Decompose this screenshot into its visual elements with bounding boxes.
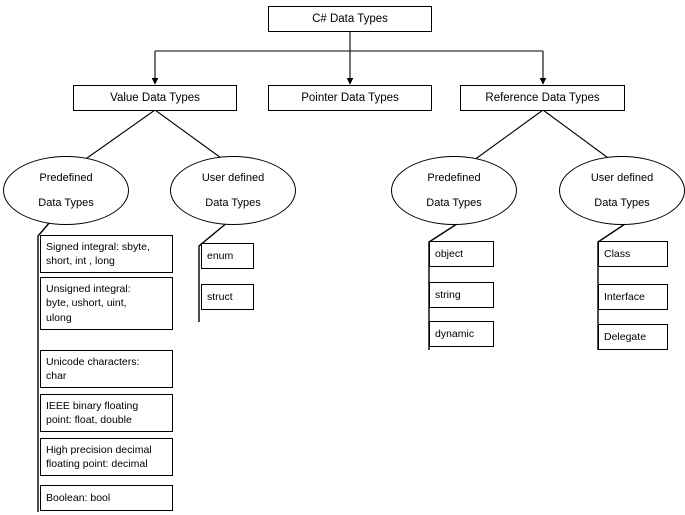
leaf-signed-integral-line1: Signed integral: sbyte, — [46, 240, 150, 253]
node-root[interactable]: C# Data Types — [268, 6, 432, 32]
ellipse-value-userdefined-line1: User defined — [201, 172, 265, 184]
node-value-data-types-label: Value Data Types — [110, 91, 200, 104]
edge-value-to-userdefined — [154, 109, 229, 164]
leaf-class-line1: Class — [604, 247, 631, 260]
leaf-delegate[interactable]: Delegate — [598, 324, 668, 350]
leaf-unicode-characters-line1: Unicode characters: — [46, 355, 140, 368]
edge-reference-to-predefined — [469, 109, 544, 164]
leaf-signed-integral-line2: short, int , long — [46, 255, 115, 267]
ellipse-reference-predefined[interactable]: Predefined Data Types — [391, 156, 517, 225]
node-pointer-data-types-label: Pointer Data Types — [301, 91, 399, 104]
leaf-unicode-characters[interactable]: Unicode characters: char — [40, 350, 173, 388]
leaf-unsigned-integral-line3: ulong — [46, 311, 72, 324]
node-value-data-types[interactable]: Value Data Types — [73, 85, 237, 111]
edge-value-to-predefined — [79, 109, 156, 164]
ellipse-reference-userdefined-line1: User defined — [590, 172, 654, 184]
leaf-ieee-binary-floating-point-line2: point: float, double — [46, 414, 132, 426]
node-root-label: C# Data Types — [312, 12, 388, 25]
leaf-unsigned-integral-line1: Unsigned integral: — [46, 282, 131, 295]
leaf-boolean-line1: Boolean: bool — [46, 491, 111, 504]
ellipse-reference-userdefined[interactable]: User defined Data Types — [559, 156, 685, 225]
leaf-unsigned-integral[interactable]: Unsigned integral: byte, ushort, uint, u… — [40, 277, 173, 330]
leaf-high-precision-decimal-line2: floating point: decimal — [46, 458, 148, 470]
ellipse-value-predefined-line1: Predefined — [39, 172, 93, 184]
leaf-object[interactable]: object — [429, 241, 494, 267]
ellipse-value-userdefined[interactable]: User defined Data Types — [170, 156, 296, 225]
leaf-dynamic[interactable]: dynamic — [429, 321, 494, 347]
leaf-interface-line1: Interface — [604, 290, 645, 303]
leaf-signed-integral[interactable]: Signed integral: sbyte, short, int , lon… — [40, 235, 173, 273]
ellipse-value-predefined-line2: Data Types — [38, 197, 94, 209]
ellipse-reference-userdefined-line2: Data Types — [594, 197, 650, 209]
leaf-ieee-binary-floating-point-line1: IEEE binary floating — [46, 399, 139, 412]
leaf-string[interactable]: string — [429, 282, 494, 308]
leaf-high-precision-decimal-line1: High precision decimal — [46, 443, 152, 456]
ellipse-reference-predefined-line2: Data Types — [426, 197, 482, 209]
leaf-string-line1: string — [435, 288, 461, 301]
edge-reference-to-userdefined — [542, 109, 616, 164]
leaf-dynamic-line1: dynamic — [435, 327, 475, 340]
node-reference-data-types-label: Reference Data Types — [485, 91, 600, 104]
leaf-struct-line1: struct — [207, 290, 233, 303]
node-reference-data-types[interactable]: Reference Data Types — [460, 85, 625, 111]
leaf-class[interactable]: Class — [598, 241, 668, 267]
leaf-object-line1: object — [435, 247, 464, 260]
ellipse-reference-predefined-line1: Predefined — [427, 172, 481, 184]
leaf-unicode-characters-line2: char — [46, 370, 67, 382]
leaf-enum[interactable]: enum — [201, 243, 254, 269]
ellipse-value-userdefined-line2: Data Types — [205, 197, 261, 209]
ellipse-value-predefined[interactable]: Predefined Data Types — [3, 156, 129, 225]
node-pointer-data-types[interactable]: Pointer Data Types — [268, 85, 432, 111]
leaf-high-precision-decimal[interactable]: High precision decimal floating point: d… — [40, 438, 173, 476]
leaf-struct[interactable]: struct — [201, 284, 254, 310]
leaf-unsigned-integral-line2: byte, ushort, uint, — [46, 297, 127, 310]
leaf-ieee-binary-floating-point[interactable]: IEEE binary floating point: float, doubl… — [40, 394, 173, 432]
leaf-enum-line1: enum — [207, 249, 234, 262]
leaf-boolean[interactable]: Boolean: bool — [40, 485, 173, 511]
leaf-delegate-line1: Delegate — [604, 330, 647, 343]
leaf-interface[interactable]: Interface — [598, 284, 668, 310]
